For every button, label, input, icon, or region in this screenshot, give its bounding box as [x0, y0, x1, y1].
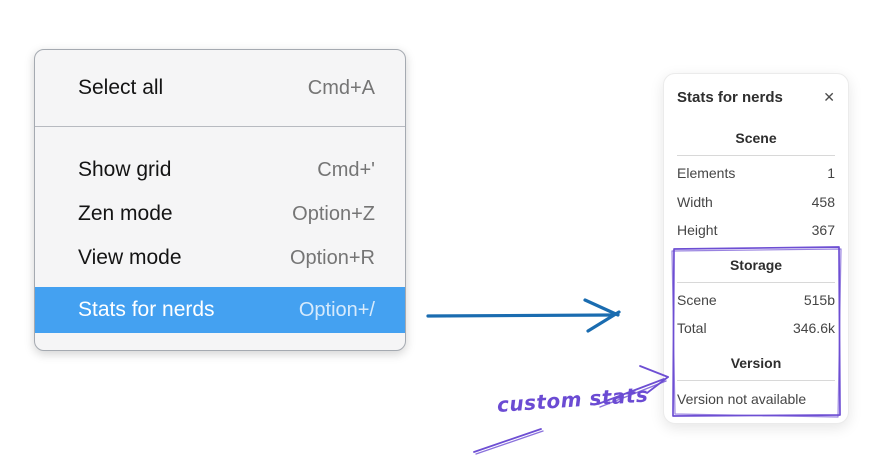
- stat-value: 515b: [803, 291, 835, 308]
- stat-row-width: Width 458: [677, 188, 835, 217]
- menu-item-label: Select all: [78, 76, 164, 99]
- stat-label: Elements: [677, 165, 736, 182]
- stat-value: 346.6k: [792, 320, 835, 337]
- section-divider: [677, 155, 835, 156]
- version-note: Version not available: [677, 390, 807, 407]
- menu-item-label: View mode: [78, 246, 182, 269]
- scene-rows: Elements 1 Width 458 Height 367: [677, 159, 835, 245]
- menu-item-label: Stats for nerds: [78, 298, 215, 321]
- stat-value: 458: [811, 193, 835, 210]
- scene-section-heading: Scene: [735, 130, 777, 146]
- storage-section-heading: Storage: [729, 256, 783, 273]
- stat-label: Scene: [677, 291, 717, 308]
- stat-value: 367: [811, 222, 835, 239]
- stat-label: Height: [677, 222, 718, 239]
- stat-label: Width: [677, 193, 713, 210]
- stats-panel: Stats for nerds ✕ Scene Elements 1 Width…: [663, 73, 849, 424]
- menu-item-shortcut: Option+R: [289, 246, 375, 269]
- stat-label: Total: [677, 320, 707, 337]
- stat-row-elements: Elements 1: [677, 159, 835, 188]
- annotation-label: custom stats: [496, 382, 649, 417]
- menu-item-view-mode[interactable]: View mode Option+R: [35, 236, 405, 280]
- menu-item-select-all[interactable]: Select all Cmd+A: [35, 50, 405, 126]
- storage-rows: Scene 515b Total 346.6k: [677, 286, 835, 343]
- stat-row-scene-storage: Scene 515b: [677, 286, 835, 315]
- stat-row-total-storage: Total 346.6k: [677, 314, 835, 343]
- close-icon[interactable]: ✕: [823, 89, 835, 105]
- arrow-menu-to-panel-icon: [426, 298, 621, 333]
- menu-item-label: Zen mode: [78, 202, 173, 225]
- stat-value: 1: [827, 165, 835, 182]
- menu-item-zen-mode[interactable]: Zen mode Option+Z: [35, 192, 405, 236]
- section-divider: [677, 379, 835, 381]
- menu-item-label: Show grid: [78, 158, 172, 181]
- menu-item-show-grid[interactable]: Show grid Cmd+': [35, 148, 405, 192]
- stats-panel-header: Stats for nerds ✕: [677, 86, 835, 108]
- menu-item-shortcut: Option+Z: [292, 202, 375, 225]
- menu-item-shortcut: Option+/: [298, 298, 375, 321]
- stats-panel-title: Stats for nerds: [677, 88, 783, 106]
- section-divider: [677, 281, 835, 283]
- stat-row-height: Height 367: [677, 216, 835, 245]
- menu-section: Show grid Cmd+' Zen mode Option+Z View m…: [35, 127, 405, 333]
- annotation-arrow-icon: [473, 365, 669, 455]
- menu-item-shortcut: Cmd+A: [307, 76, 375, 99]
- context-menu: Select all Cmd+A Show grid Cmd+' Zen mod…: [34, 49, 406, 351]
- menu-divider: [35, 126, 405, 127]
- menu-item-shortcut: Cmd+': [317, 158, 375, 181]
- version-section-heading: Version: [730, 354, 782, 371]
- menu-item-stats-for-nerds[interactable]: Stats for nerds Option+/: [35, 287, 405, 333]
